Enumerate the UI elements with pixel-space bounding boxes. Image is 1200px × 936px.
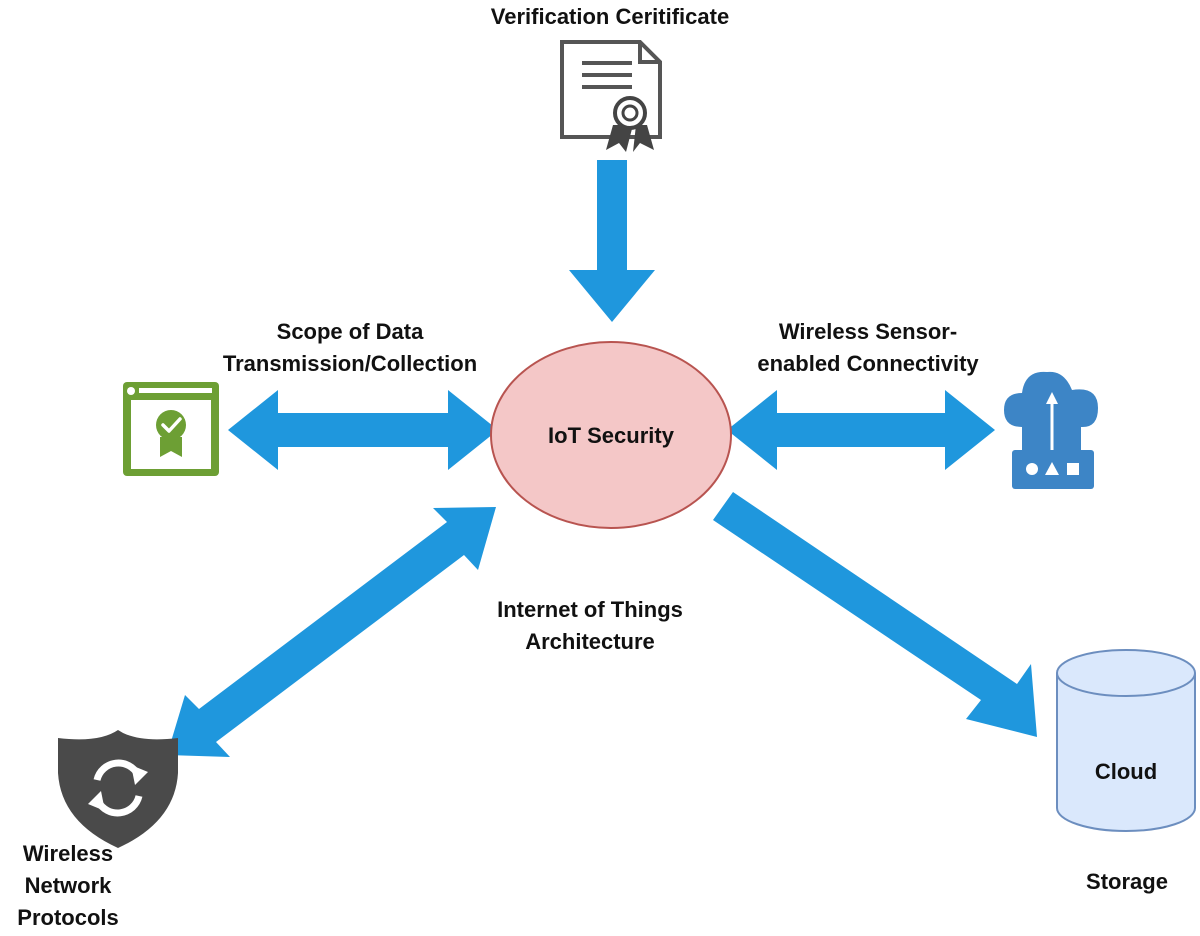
scope-label: Scope of Data Transmission/Collection [180,316,520,380]
arrow-scope-double [228,390,498,470]
iot-security-label: IoT Security [548,423,675,448]
certificate-label-text: Verification Ceritificate [490,4,730,29]
wireless-sensor-label: Wireless Sensor- enabled Connectivity [718,316,1018,380]
scope-label-line-1: Scope of Data [276,319,424,344]
protocols-label-line-1: Wireless [22,841,114,866]
wireless-sensor-label-line-2: enabled Connectivity [757,351,979,376]
certificate-icon [560,40,662,152]
scope-label-line-2: Transmission/Collection [222,351,478,376]
cylinder-database-icon: Cloud [1056,649,1196,832]
wireless-sensor-label-line-1: Wireless Sensor- [778,319,958,344]
architecture-label-line-1: Internet of Things [497,597,683,622]
cloud-network-icon [1004,371,1098,489]
protocols-label-line-2: Network [24,873,112,898]
architecture-label: Internet of Things Architecture [460,594,720,658]
architecture-label-line-2: Architecture [525,629,655,654]
storage-label: Storage [1060,869,1194,895]
arrows [167,160,1037,757]
storage-label-text: Storage [1086,869,1168,894]
verified-browser-icon [123,382,219,476]
cloud-label: Cloud [1095,759,1157,784]
arrow-certificate-to-center [569,160,655,322]
protocols-label-line-3: Protocols [17,905,119,930]
protocols-label: Wireless Network Protocols [0,838,136,934]
arrow-wireless-sensor-double [727,390,995,470]
arrow-center-to-storage [713,492,1037,737]
arrow-protocols-double [167,507,496,757]
certificate-label: Verification Ceritificate [400,4,820,30]
shield-sync-icon [58,730,178,848]
iot-security-node: IoT Security [490,341,732,529]
